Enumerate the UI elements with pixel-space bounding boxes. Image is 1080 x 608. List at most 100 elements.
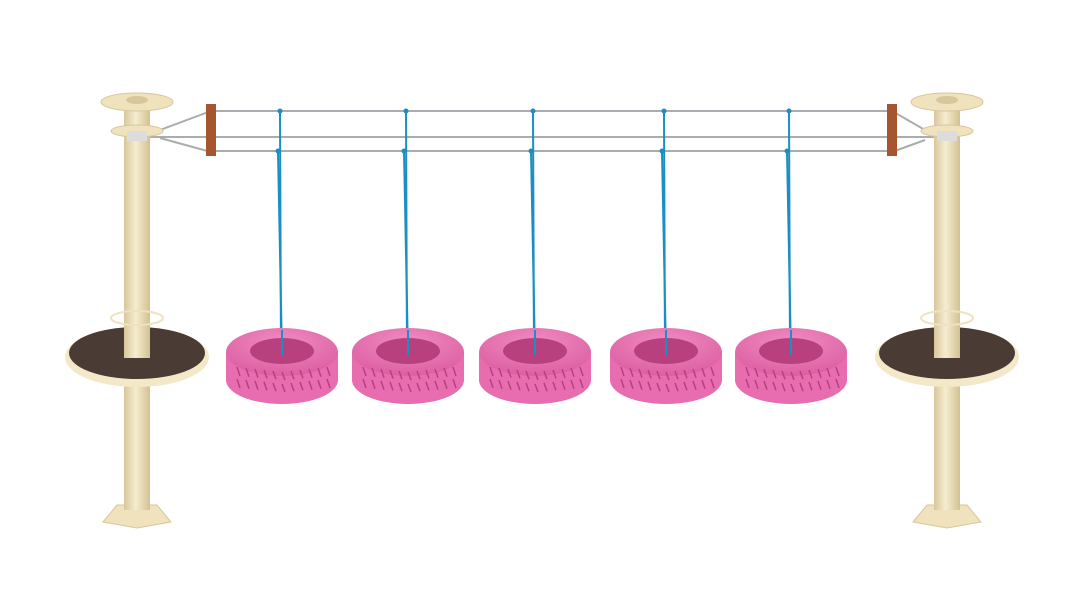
tread-groove — [754, 379, 759, 390]
tread-groove — [683, 381, 688, 391]
pole-lower — [934, 370, 960, 510]
tread-groove — [817, 380, 822, 390]
tread-groove — [781, 382, 786, 392]
tread-groove — [425, 369, 430, 379]
rope — [530, 150, 536, 356]
tread-groove — [772, 369, 777, 379]
tread-groove — [638, 380, 643, 390]
tread-groove — [245, 367, 250, 378]
tread-groove — [290, 370, 295, 380]
tread-groove — [745, 366, 750, 377]
tread-groove — [236, 378, 241, 389]
tread-groove — [543, 370, 548, 380]
rope-knot — [275, 148, 281, 154]
wood-spreader-right — [887, 104, 897, 156]
tread-groove — [452, 378, 457, 389]
tread-groove — [308, 380, 313, 390]
base-plate — [912, 504, 982, 529]
tread-groove — [380, 380, 385, 390]
tread-groove — [790, 371, 795, 381]
tread-groove — [507, 368, 512, 378]
tread-groove — [525, 382, 530, 392]
tread-groove — [507, 380, 512, 390]
tread-groove — [620, 378, 625, 389]
tread-groove — [638, 368, 643, 378]
tread-groove — [570, 379, 575, 390]
tread-groove — [674, 382, 679, 392]
tread-groove — [647, 369, 652, 379]
tread-groove — [326, 378, 331, 389]
tread-groove — [317, 379, 322, 390]
tread-groove — [398, 370, 403, 380]
tread-groove — [710, 378, 715, 389]
pole-lower — [124, 370, 150, 510]
tread-groove — [263, 381, 268, 391]
tread-groove — [808, 369, 813, 379]
rope-knot — [659, 148, 665, 154]
wood-spreader-left — [206, 104, 216, 156]
tread-groove — [281, 371, 286, 381]
tread-groove — [371, 367, 376, 378]
tread-groove — [835, 366, 840, 377]
post-right — [875, 92, 1019, 529]
tread-groove — [570, 367, 575, 378]
tread-groove — [236, 366, 241, 377]
rope-knot — [277, 108, 283, 114]
tread-groove — [498, 367, 503, 378]
tread-groove — [416, 370, 421, 380]
tread-groove — [561, 380, 566, 390]
rope-knot — [530, 108, 536, 114]
tread-groove — [745, 378, 750, 389]
post-left — [65, 92, 209, 529]
rope-knot — [786, 108, 792, 114]
cable-clamp — [937, 131, 957, 141]
tread-groove — [692, 380, 697, 390]
pole-upper — [124, 100, 150, 358]
tread-groove — [272, 370, 277, 380]
rope — [786, 150, 792, 356]
tread-groove — [443, 367, 448, 378]
tread-groove — [425, 381, 430, 391]
tire-1 — [226, 108, 338, 404]
pole-ring — [110, 310, 164, 326]
rope-knot — [528, 148, 534, 154]
tread-groove — [763, 380, 768, 390]
tread-groove — [407, 383, 412, 393]
tread-groove — [579, 378, 584, 389]
rope-knot — [784, 148, 790, 154]
tread-groove — [263, 369, 268, 379]
tread-groove — [254, 368, 259, 378]
tread-groove — [380, 368, 385, 378]
tread-groove — [516, 369, 521, 379]
tread-groove — [781, 370, 786, 380]
tread-groove — [674, 370, 679, 380]
tread-groove — [647, 381, 652, 391]
tread-groove — [299, 369, 304, 379]
tread-groove — [701, 379, 706, 390]
tread-groove — [629, 367, 634, 378]
tread-groove — [389, 369, 394, 379]
tread-groove — [579, 366, 584, 377]
top-hole — [936, 96, 958, 104]
tread-groove — [710, 366, 715, 377]
cables — [150, 110, 935, 153]
tread-groove — [552, 369, 557, 379]
tread-groove — [629, 379, 634, 390]
rope — [277, 150, 283, 356]
top-hole — [126, 96, 148, 104]
tread-groove — [790, 383, 795, 393]
tread-groove — [489, 366, 494, 377]
tread-groove — [754, 367, 759, 378]
rope — [403, 150, 409, 356]
tread-groove — [552, 381, 557, 391]
tread-groove — [407, 371, 412, 381]
tread-groove — [656, 370, 661, 380]
tread-groove — [543, 382, 548, 392]
tread-groove — [416, 382, 421, 392]
tread-groove — [371, 379, 376, 390]
tread-groove — [290, 382, 295, 392]
tread-groove — [281, 383, 286, 393]
tire-5 — [735, 108, 847, 404]
tread-groove — [534, 371, 539, 381]
rope-knot — [401, 148, 407, 154]
